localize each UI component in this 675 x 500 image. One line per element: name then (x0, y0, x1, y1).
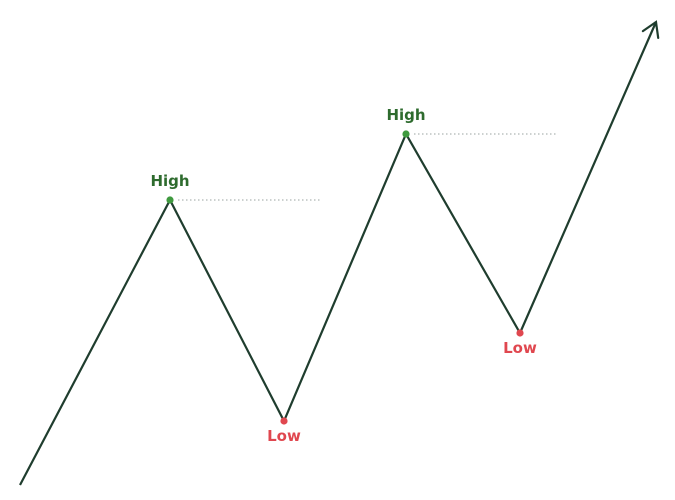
swing-high-label: High (386, 106, 425, 124)
swing-low-marker (516, 329, 524, 337)
swing-high-label: High (150, 172, 189, 190)
swing-low-marker (280, 417, 288, 425)
swing-high-marker (402, 130, 410, 138)
swing-low-label: Low (503, 339, 537, 357)
price-path-line (19, 21, 658, 486)
swing-high-marker (166, 196, 174, 204)
swing-low-label: Low (267, 427, 301, 445)
arrow-head-icon (641, 20, 660, 39)
